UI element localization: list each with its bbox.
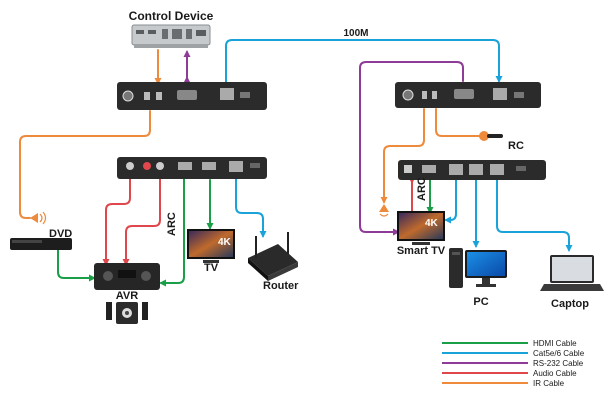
legend-label: Audio Cable [533,369,577,378]
dvd-label: DVD [49,228,72,240]
laptop [540,255,604,291]
legend-label: Cat5e/6 Cable [533,349,585,358]
smart-tv-label: Smart TV [397,245,446,257]
laptop-cat-cable [493,175,573,252]
dvd-ir-emitter [30,211,47,225]
legend-label: RS-232 Cable [533,359,584,368]
tv-label: TV [204,262,219,274]
router [248,232,298,281]
legend-item: HDMI Cable [442,339,577,348]
arc-label-left: ARC [166,212,178,236]
smart-tv: 4K [397,211,445,245]
dvd-player [10,238,72,250]
control-device-label: Control Device [129,9,214,23]
rc-label: RC [508,140,524,152]
cat-link-100m [225,39,503,85]
rx-ir-cable [380,108,425,204]
tv: 4K [187,229,235,263]
smarttv-cat-cable [444,175,460,224]
cables [19,39,573,287]
legend-item: Audio Cable [442,369,577,378]
tx-extender-top [117,82,267,110]
control-device [131,24,211,48]
legend-label: IR Cable [533,379,565,388]
router-label: Router [263,280,299,292]
legend-item: RS-232 Cable [442,359,584,368]
pc-label: PC [473,296,488,308]
arc-hdmi-cable [159,173,188,287]
router-cat-cable [232,171,267,238]
captop-label: Captop [551,298,589,310]
tx-extender-bottom [117,157,267,179]
arc-label-right: ARC [416,177,428,201]
dvd-hdmi-cable [57,249,96,282]
avr-speakers [106,302,148,324]
link-speed-label: 100M [343,28,368,39]
audio-cable-1 [102,177,131,266]
tv-4k-badge: 4K [218,237,232,248]
ir-to-dvd-cable [19,110,151,219]
avr-receiver [94,263,160,290]
rx-extender-bottom [398,160,546,180]
legend-item: Cat5e/6 Cable [442,349,585,358]
rx-rs232-cable [359,61,464,236]
audio-cable-2 [122,177,161,266]
rx-extender-top [395,82,541,108]
avr-label: AVR [116,290,138,302]
smarttv-ir-emitter [379,204,389,217]
pc [449,248,507,288]
smarttv-4k-badge: 4K [425,218,439,229]
labels: Control Device 100M DVD ARC TV Router AV… [49,9,589,310]
rc-sensor [479,131,503,141]
legend-label: HDMI Cable [533,339,577,348]
rx-rc-cable [435,108,481,137]
legend-item: IR Cable [442,379,565,388]
